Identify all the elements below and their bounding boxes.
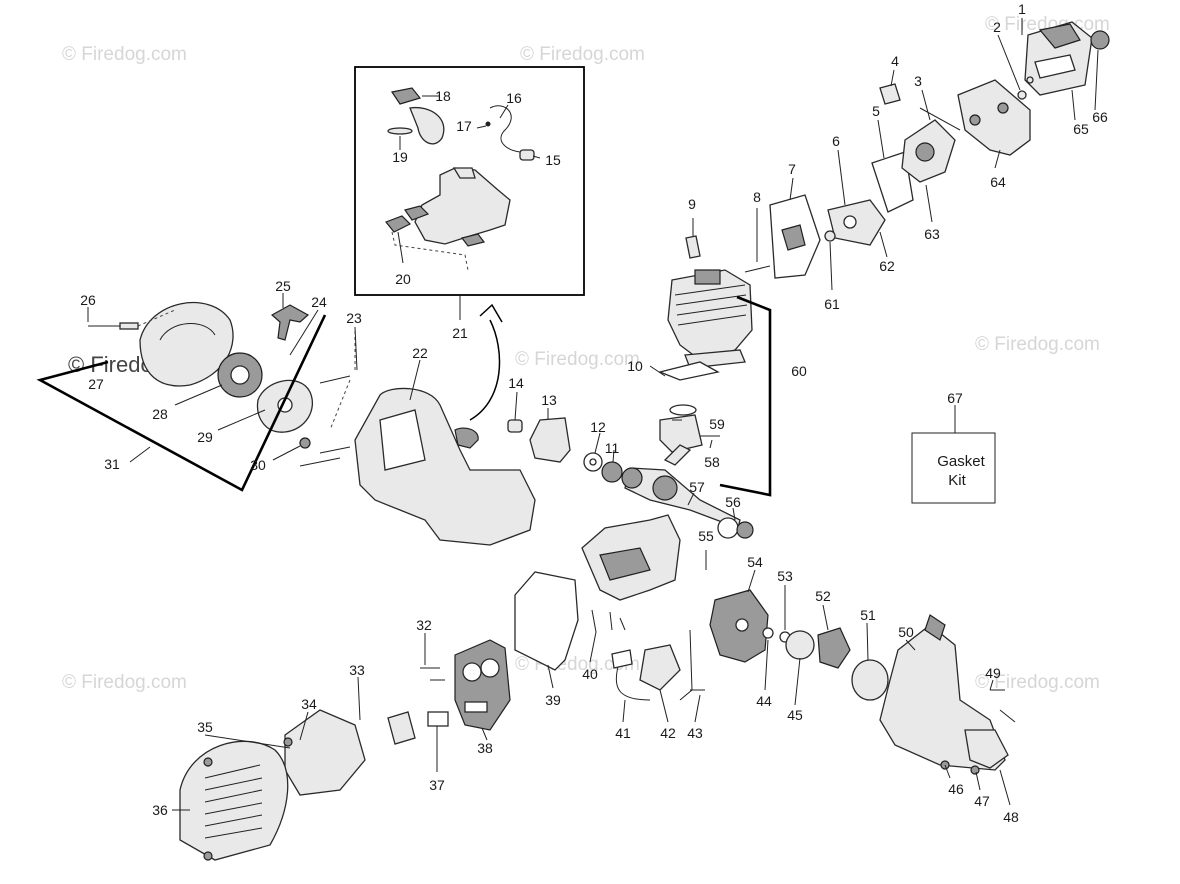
part-number-label: 28 — [152, 406, 168, 422]
part-number-label: 61 — [824, 296, 840, 312]
part-number-label: 17 — [456, 118, 472, 134]
part-number-label: 43 — [687, 725, 703, 741]
starter-assembly — [88, 301, 356, 467]
part-number-label: 7 — [788, 161, 796, 177]
watermarks: © Firedog.com © Firedog.com © Firedog.co… — [62, 14, 1110, 693]
part-number-label: 67 — [947, 390, 963, 406]
part-number-label: 26 — [80, 292, 96, 308]
gasket-kit-box — [911, 432, 996, 504]
part-number-label: 38 — [477, 740, 493, 756]
part-number-label: 6 — [832, 133, 840, 149]
watermark: © Firedog.com — [62, 44, 187, 65]
part-number-label: 44 — [756, 693, 772, 709]
part-number-label: 29 — [197, 429, 213, 445]
part-number-label: 18 — [435, 88, 451, 104]
part-labels: 1234567891011121314151617181920212223242… — [80, 1, 1108, 825]
part-number-label: 32 — [416, 617, 432, 633]
part-number-label: 5 — [872, 103, 880, 119]
part-number-label: 59 — [709, 416, 725, 432]
watermark: © Firedog.com — [975, 334, 1100, 355]
part-number-label: 8 — [753, 189, 761, 205]
part-number-label: 45 — [787, 707, 803, 723]
part-number-label: 31 — [104, 456, 120, 472]
part-number-label: 3 — [914, 73, 922, 89]
part-number-label: 37 — [429, 777, 445, 793]
part-number-label: 10 — [627, 358, 643, 374]
part-number-label: 33 — [349, 662, 365, 678]
part-number-label: 62 — [879, 258, 895, 274]
part-number-label: 47 — [974, 793, 990, 809]
part-number-label: 63 — [924, 226, 940, 242]
part-number-label: 54 — [747, 554, 763, 570]
part-number-label: 49 — [985, 665, 1001, 681]
part-number-label: 48 — [1003, 809, 1019, 825]
leader-lines — [87, 18, 1099, 811]
part-number-label: 19 — [392, 149, 408, 165]
part-number-label: 14 — [508, 375, 524, 391]
part-number-label: 16 — [506, 90, 522, 106]
part-number-label: 50 — [898, 624, 914, 640]
part-number-label: 51 — [860, 607, 876, 623]
starter-housing — [354, 387, 536, 546]
bracket-31 — [36, 314, 327, 492]
part-number-label: 36 — [152, 802, 168, 818]
part-number-label: 39 — [545, 692, 561, 708]
part-number-label: 34 — [301, 696, 317, 712]
part-number-label: 11 — [605, 440, 620, 456]
part-number-label: 20 — [395, 271, 411, 287]
part-number-label: 12 — [590, 419, 606, 435]
part-number-label: 60 — [791, 363, 807, 379]
part-number-label: 53 — [777, 568, 793, 584]
part-number-label: 4 — [891, 53, 899, 69]
part-number-label: 57 — [689, 479, 705, 495]
part-number-label: 35 — [197, 719, 213, 735]
fuel-tank-parts — [385, 87, 535, 271]
cylinder — [667, 269, 753, 369]
part-number-label: 9 — [688, 196, 696, 212]
part-number-label: 23 — [346, 310, 362, 326]
fuel-tank-inset-box — [354, 66, 585, 296]
part-number-label: 55 — [698, 528, 714, 544]
part-number-label: 52 — [815, 588, 831, 604]
part-number-label: 30 — [250, 457, 266, 473]
part-number-label: 42 — [660, 725, 676, 741]
part-number-label: 40 — [582, 666, 598, 682]
watermark: © Firedog.com — [520, 44, 645, 65]
part-number-label: 56 — [725, 494, 741, 510]
part-number-label: 22 — [412, 345, 428, 361]
part-number-label: 64 — [990, 174, 1006, 190]
watermark: © Firedog.com — [62, 672, 187, 693]
part-number-label: 1 — [1018, 1, 1026, 17]
part-number-label: 15 — [545, 152, 561, 168]
bracket-60 — [719, 295, 772, 497]
part-number-label: 27 — [88, 376, 104, 392]
part-number-label: 21 — [452, 325, 468, 341]
gasket-kit-line2: Kit — [948, 472, 966, 489]
part-number-label: 13 — [541, 392, 557, 408]
part-number-label: 41 — [615, 725, 631, 741]
part-number-label: 25 — [275, 278, 291, 294]
part-number-label: 58 — [704, 454, 720, 470]
watermark: © Firedog.com — [515, 349, 640, 370]
part-number-label: 65 — [1073, 121, 1089, 137]
gasket-kit-line1: Gasket — [937, 453, 985, 470]
part-number-label: 2 — [993, 19, 1001, 35]
part-number-label: 24 — [311, 294, 327, 310]
part-number-label: 66 — [1092, 109, 1108, 125]
part-number-label: 46 — [948, 781, 964, 797]
watermark: © Firedog.com — [975, 672, 1100, 693]
